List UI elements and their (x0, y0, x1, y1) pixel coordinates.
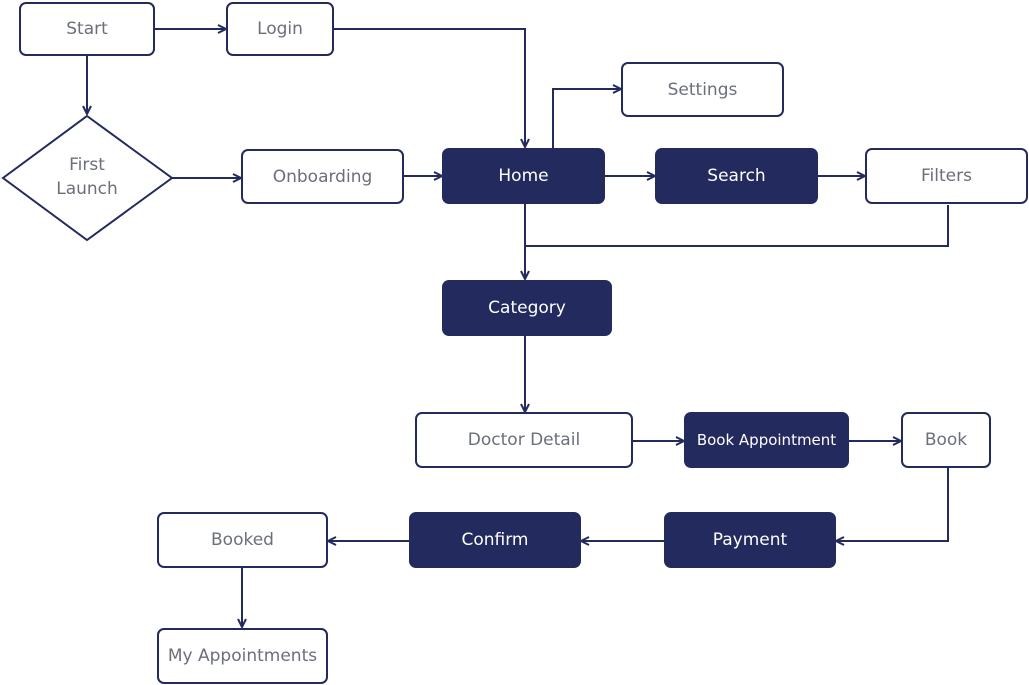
filters-node: Filters (865, 148, 1028, 204)
edge-home-settings (552, 89, 621, 148)
home-node: Home (442, 148, 605, 204)
onboarding-node: Onboarding (241, 149, 404, 204)
search-node: Search (655, 148, 818, 204)
first-launch-label: First Launch (27, 153, 147, 201)
payment-node: Payment (664, 512, 836, 568)
doctor-detail-node: Doctor Detail (415, 412, 633, 468)
first-launch-label-line-2: Launch (56, 179, 118, 199)
book-appointment-node: Book Appointment (684, 412, 849, 468)
my-appointments-node: My Appointments (157, 628, 328, 684)
edge-filters-return (525, 205, 949, 247)
settings-node: Settings (621, 62, 784, 117)
start-node: Start (19, 2, 155, 56)
first-launch-label-line-1: First (69, 155, 105, 175)
confirm-node: Confirm (409, 512, 581, 568)
booked-node: Booked (157, 512, 328, 568)
first-launch-decision (1, 114, 174, 242)
edge-book-payment (836, 468, 949, 541)
login-node: Login (226, 2, 334, 56)
edge-login-home (334, 28, 525, 147)
category-node: Category (442, 280, 612, 336)
book-node: Book (901, 412, 991, 468)
